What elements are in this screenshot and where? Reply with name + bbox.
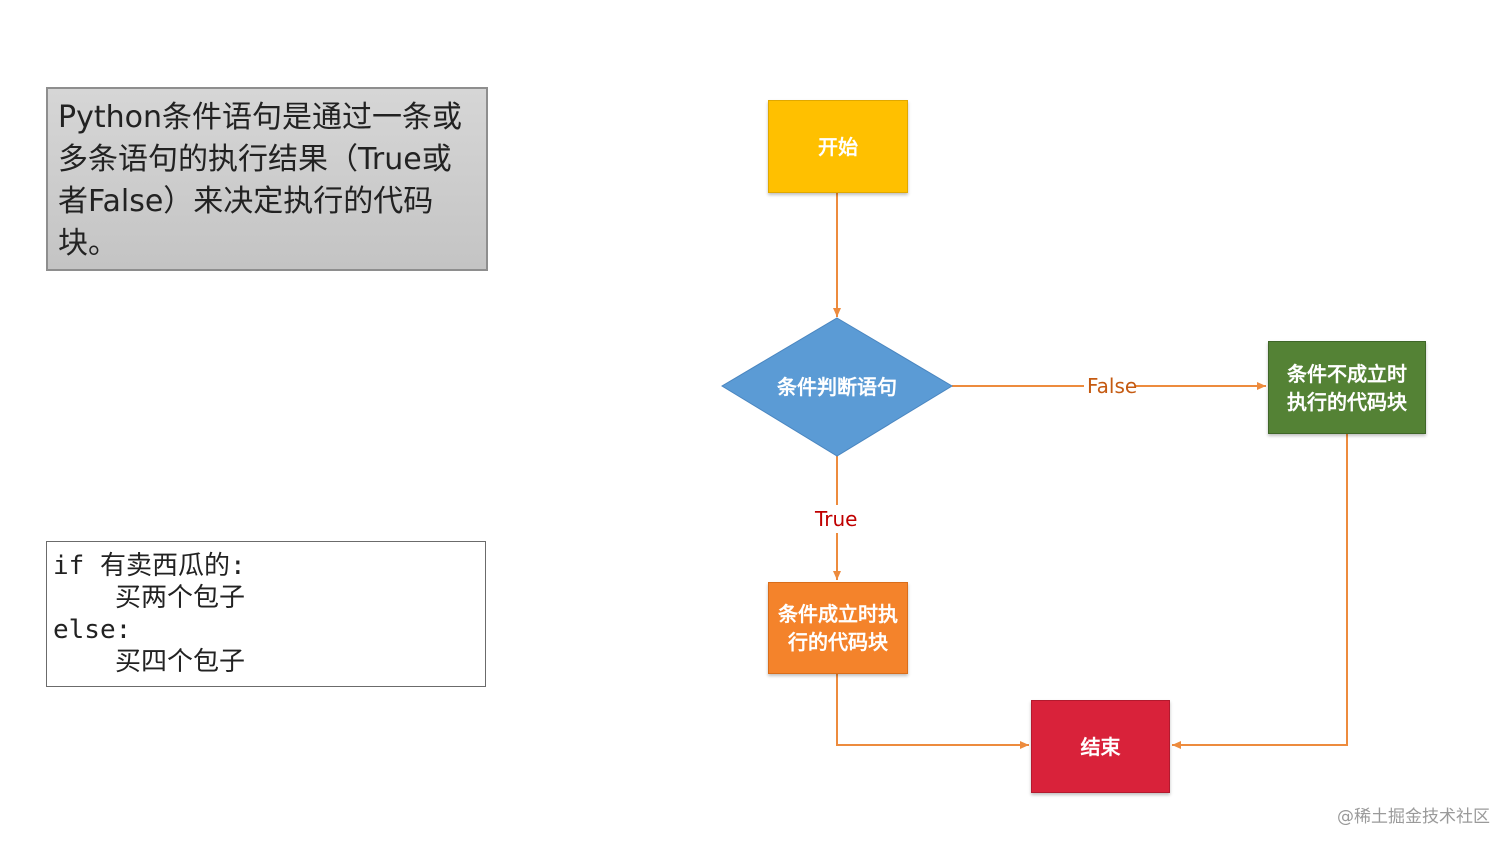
condition-node-label: 条件判断语句 xyxy=(777,375,897,399)
code-line-if-body: 买两个包子 xyxy=(53,582,479,614)
true-block-node: 条件成立时执行的代码块 xyxy=(768,582,908,674)
code-example-box: if 有卖西瓜的: 买两个包子 else: 买四个包子 xyxy=(46,541,486,687)
code-line-if-body-text: 买两个包子 xyxy=(115,583,246,613)
false-edge-label: False xyxy=(1087,374,1138,398)
condition-diamond-shape xyxy=(721,317,953,457)
description-box: Python条件语句是通过一条或多条语句的执行结果（True或者False）来决… xyxy=(46,87,488,271)
true-edge-label: True xyxy=(815,507,858,531)
arrow-true-to-end xyxy=(836,674,1029,749)
arrow-false-to-end xyxy=(1172,434,1348,749)
watermark: @稀土掘金技术社区 xyxy=(1337,807,1490,827)
end-node: 结束 xyxy=(1031,700,1170,793)
code-line-else-body-text: 买四个包子 xyxy=(115,647,246,677)
code-line-else: else: xyxy=(53,615,132,645)
start-node: 开始 xyxy=(768,100,908,193)
code-line-if: if 有卖西瓜的: xyxy=(53,551,246,581)
code-line-else-body: 买四个包子 xyxy=(53,646,479,678)
false-block-node: 条件不成立时执行的代码块 xyxy=(1268,341,1426,434)
